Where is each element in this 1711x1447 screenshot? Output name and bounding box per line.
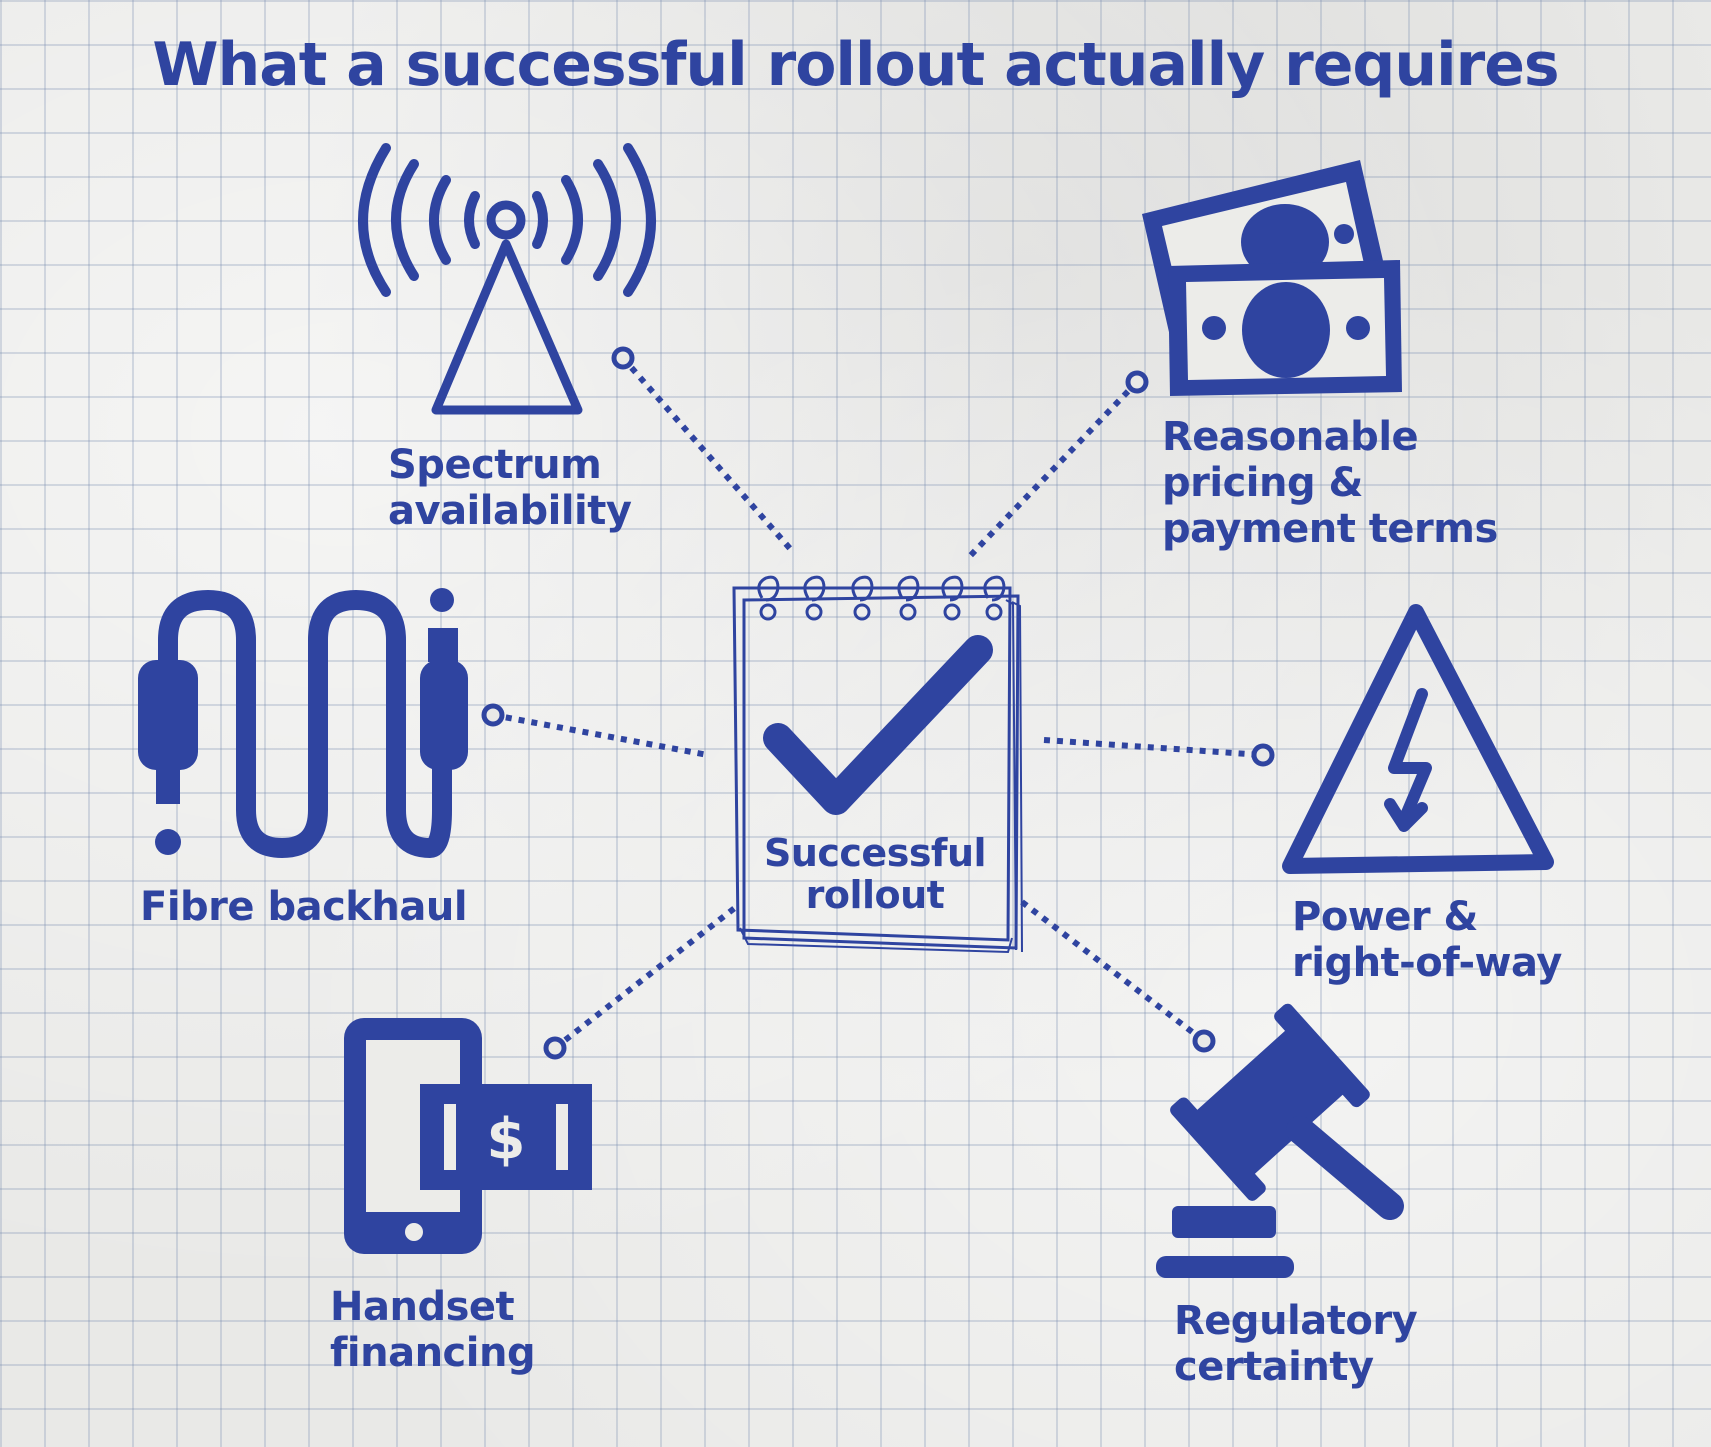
connector-handset [543, 904, 738, 1060]
connector-spectrum [611, 346, 796, 554]
connector-power [1043, 737, 1275, 767]
label-power: Power & right-of-way [1292, 894, 1562, 986]
connector-regulatory [1020, 899, 1216, 1053]
label-handset: Handset financing [330, 1284, 536, 1376]
gavel-icon [1156, 1003, 1404, 1278]
label-pricing: Reasonable pricing & payment terms [1162, 414, 1498, 552]
label-regulatory: Regulatory certainty [1174, 1298, 1418, 1390]
cable-icon [138, 588, 468, 858]
page-title: What a successful rollout actually requi… [152, 30, 1559, 100]
label-fibre: Fibre backhaul [140, 884, 468, 930]
high-voltage-warning-icon [1282, 604, 1554, 874]
phone-money-icon: $ [344, 1018, 592, 1254]
notepad-checkmark-icon [732, 575, 1023, 954]
label-spectrum: Spectrum availability [388, 442, 632, 534]
label-center: Successful rollout [763, 831, 987, 917]
svg-text:$: $ [487, 1107, 526, 1172]
banknotes-icon [1142, 160, 1402, 396]
connector-pricing [967, 370, 1149, 559]
radio-tower-icon [358, 143, 656, 415]
connector-fibre [481, 703, 709, 758]
